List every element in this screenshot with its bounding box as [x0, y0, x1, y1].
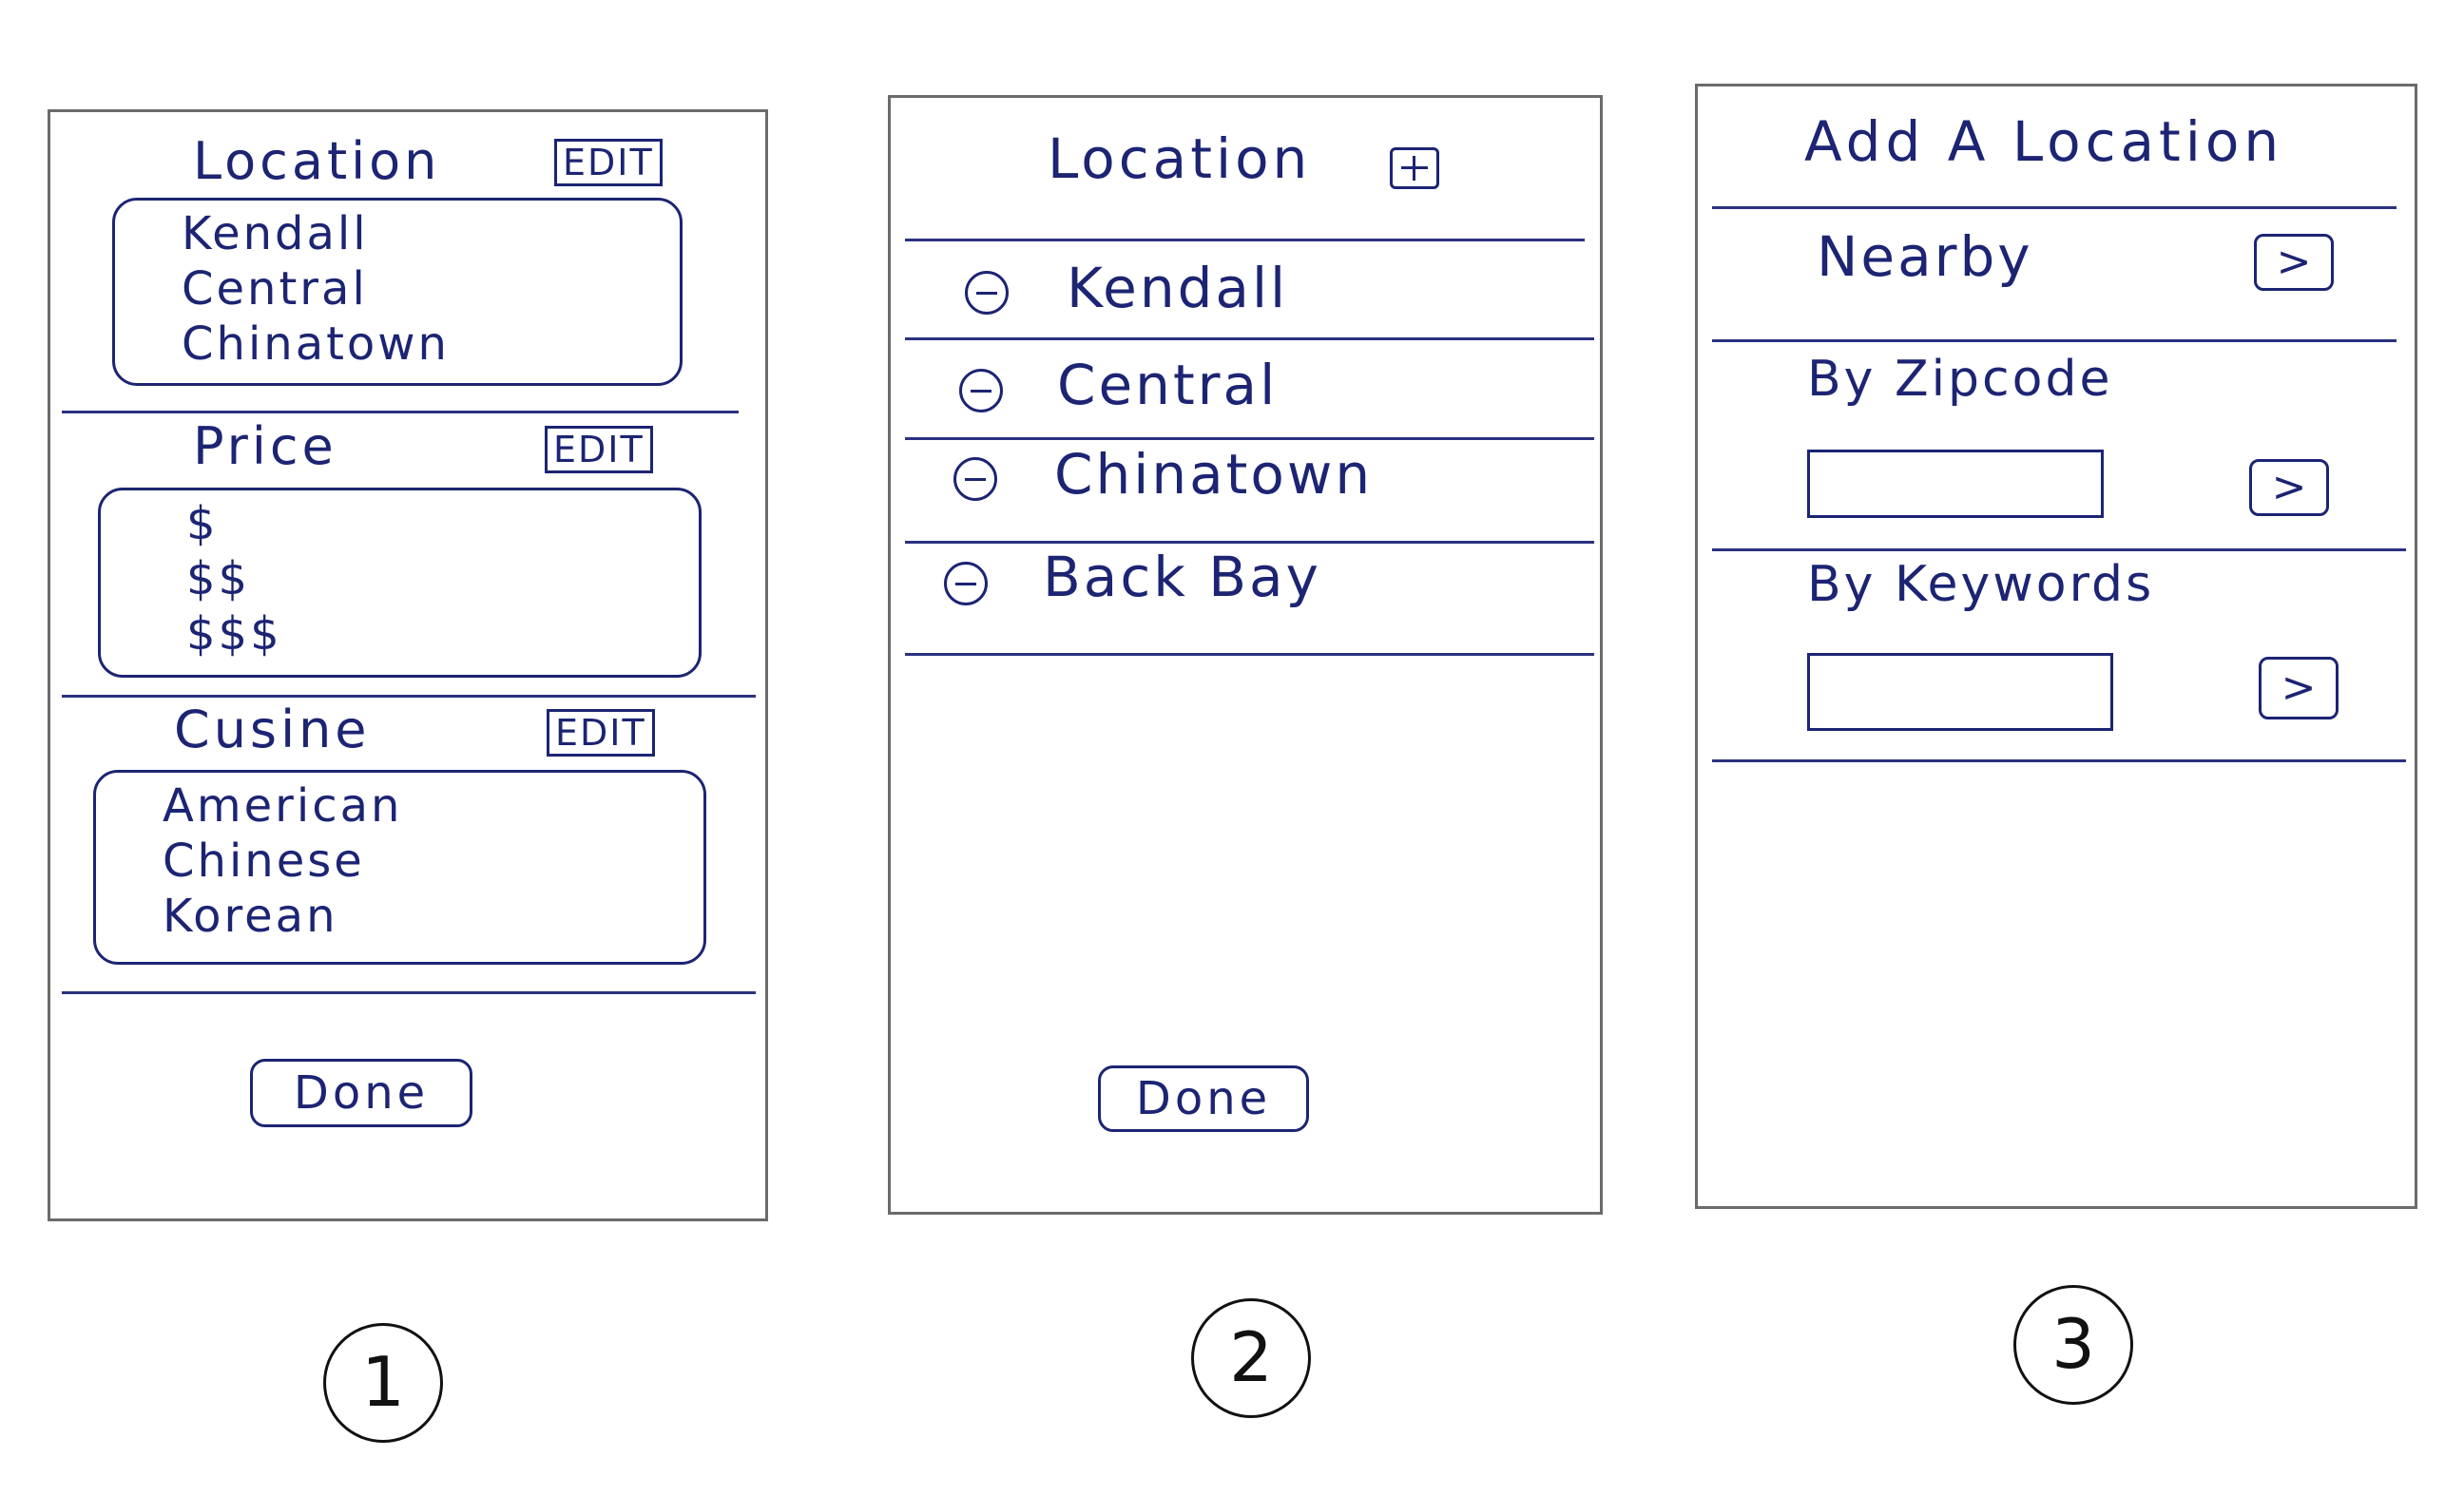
screen-number-badge: 2: [1191, 1298, 1311, 1418]
location-row-chinatown: Chinatown: [1054, 442, 1374, 507]
minus-icon[interactable]: [944, 562, 988, 605]
minus-icon[interactable]: [953, 457, 997, 501]
row-divider: [1712, 339, 2397, 342]
location-edit-button[interactable]: EDIT: [554, 139, 663, 186]
location-section-title: Location: [193, 131, 441, 191]
add-location-title: Add A Location: [1804, 109, 2284, 174]
zipcode-input[interactable]: [1807, 450, 2104, 518]
screen-1-filters: Location EDIT Kendall Central Chinatown …: [48, 109, 768, 1221]
cuisine-item-chinese[interactable]: Chinese: [163, 834, 365, 888]
header-divider: [905, 239, 1585, 241]
location-list-box: Kendall Central Chinatown: [112, 198, 683, 386]
nearby-go-button[interactable]: >: [2254, 234, 2334, 291]
location-screen-title: Location: [1048, 126, 1312, 191]
price-item-2[interactable]: $$: [186, 552, 251, 605]
done-button[interactable]: Done: [1098, 1065, 1309, 1132]
header-divider: [1712, 206, 2397, 209]
row-divider: [1712, 548, 2406, 551]
price-edit-button[interactable]: EDIT: [545, 426, 653, 473]
done-button[interactable]: Done: [250, 1059, 472, 1127]
minus-icon[interactable]: [959, 369, 1003, 412]
section-divider: [62, 695, 756, 698]
minus-icon[interactable]: [965, 271, 1009, 315]
screen-number-badge: 1: [323, 1323, 443, 1443]
row-divider: [905, 653, 1594, 656]
location-item-chinatown[interactable]: Chinatown: [182, 317, 450, 371]
plus-icon[interactable]: [1390, 147, 1439, 189]
screen-3-add-location: Add A Location Nearby > By Zipcode > By …: [1695, 84, 2417, 1209]
location-row-kendall: Kendall: [1067, 256, 1289, 320]
location-row-back-bay: Back Bay: [1043, 545, 1321, 609]
location-item-kendall[interactable]: Kendall: [182, 207, 369, 260]
price-list-box: $ $$ $$$: [98, 488, 702, 678]
location-item-central[interactable]: Central: [182, 262, 368, 316]
keywords-input[interactable]: [1807, 653, 2113, 731]
cuisine-item-korean[interactable]: Korean: [163, 890, 338, 943]
price-item-1[interactable]: $: [186, 497, 219, 550]
nearby-label: Nearby: [1817, 224, 2033, 289]
cuisine-section-title: Cusine: [174, 700, 371, 759]
keywords-label: By Keywords: [1807, 556, 2155, 613]
row-divider: [1712, 759, 2406, 762]
screen-number-badge: 3: [2013, 1285, 2133, 1405]
screen-2-location-edit: Location Kendall Central Chinatown Back …: [888, 95, 1603, 1215]
zipcode-label: By Zipcode: [1807, 351, 2113, 408]
zipcode-go-button[interactable]: >: [2249, 459, 2329, 516]
cuisine-list-box: American Chinese Korean: [93, 770, 706, 965]
price-section-title: Price: [193, 416, 337, 476]
section-divider: [62, 991, 756, 994]
cuisine-edit-button[interactable]: EDIT: [547, 709, 655, 757]
row-divider: [905, 541, 1594, 544]
price-item-3[interactable]: $$$: [186, 607, 282, 661]
cuisine-item-american[interactable]: American: [163, 779, 403, 833]
keywords-go-button[interactable]: >: [2259, 657, 2339, 719]
location-row-central: Central: [1057, 353, 1279, 417]
row-divider: [905, 337, 1594, 340]
section-divider: [62, 411, 739, 413]
row-divider: [905, 437, 1594, 440]
